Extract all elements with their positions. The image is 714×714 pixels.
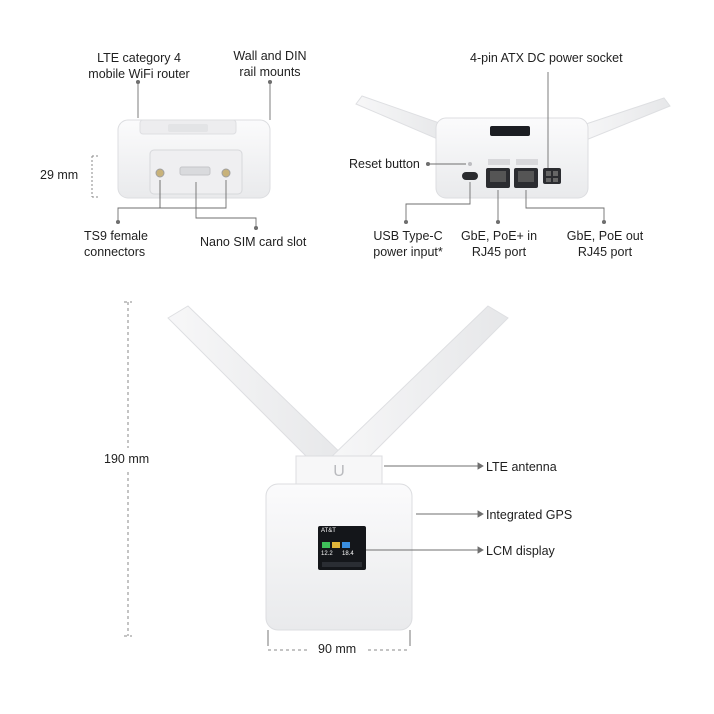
label-mounts-line1: Wall and DIN: [233, 49, 307, 63]
label-gbe-in: GbE, PoE+ in RJ45 port: [454, 228, 544, 260]
label-ts9-line1: TS9 female: [84, 229, 148, 243]
label-atx-socket: 4-pin ATX DC power socket: [470, 51, 623, 65]
label-mounts-line2: rail mounts: [239, 65, 301, 79]
rear-view-router: [355, 95, 671, 199]
screen-up: 18.4: [342, 551, 354, 557]
dim-90mm: 90 mm: [318, 642, 357, 656]
label-lte-router-line2: mobile WiFi router: [88, 67, 190, 81]
label-mounts: Wall and DIN rail mounts: [220, 48, 320, 80]
screen-down: 12.2: [321, 551, 333, 557]
label-sim-slot: Nano SIM card slot: [200, 235, 307, 249]
label-reset: Reset button: [349, 157, 420, 171]
bottom-view-router: [117, 119, 271, 199]
label-gbe-out: GbE, PoE out RJ45 port: [560, 228, 650, 260]
width-ticks: [267, 630, 411, 646]
dim-29mm: 29 mm: [40, 168, 79, 182]
label-usbc: USB Type-C power input*: [368, 228, 448, 260]
label-gbe-out-line1: GbE, PoE out: [566, 229, 644, 243]
label-lcm: LCM display: [486, 544, 555, 558]
label-lte-router: LTE category 4 mobile WiFi router: [84, 50, 194, 82]
label-gbe-out-line2: RJ45 port: [577, 245, 633, 259]
screen-carrier: AT&T: [321, 528, 336, 534]
dim-190mm: 190 mm: [104, 452, 150, 466]
leaders-top-left: [115, 79, 273, 231]
label-ts9-line2: connectors: [84, 245, 146, 259]
height-29mm-bracket: [91, 155, 100, 198]
label-usbc-line1: USB Type-C: [373, 229, 443, 243]
leaders-top-right: [403, 72, 607, 225]
label-usbc-line2: power input*: [373, 245, 443, 259]
svg-text:U: U: [333, 463, 345, 480]
label-lte-router-line1: LTE category 4: [97, 51, 181, 65]
height-190mm-line: [124, 301, 132, 637]
label-lte-antenna: LTE antenna: [486, 460, 557, 474]
label-gbe-in-line2: RJ45 port: [471, 245, 527, 259]
leaders-front: [366, 462, 484, 554]
label-gbe-in-line1: GbE, PoE+ in: [460, 229, 538, 243]
label-ts9: TS9 female connectors: [84, 228, 184, 260]
label-gps: Integrated GPS: [486, 508, 573, 522]
front-view-router: U: [167, 305, 509, 631]
